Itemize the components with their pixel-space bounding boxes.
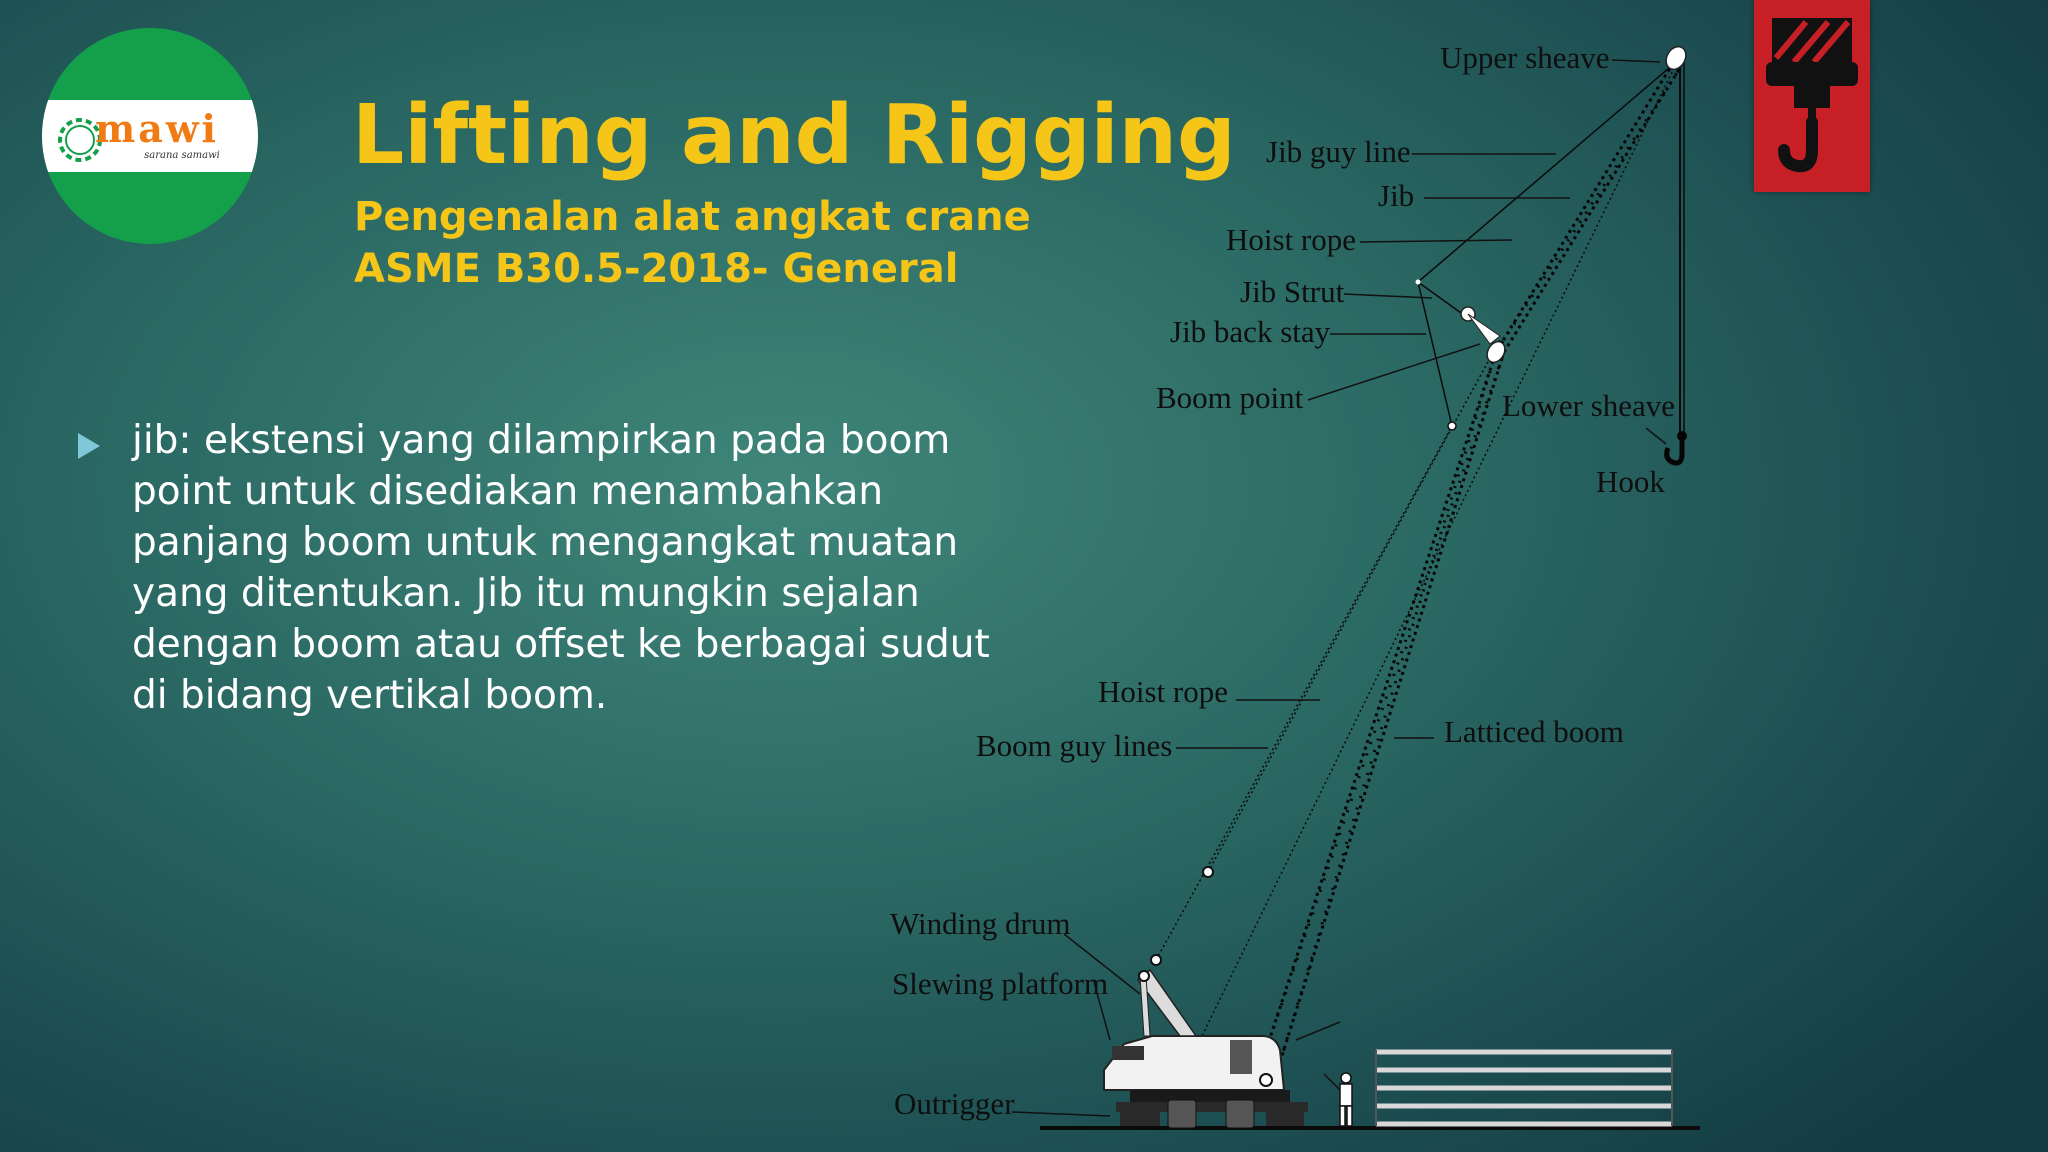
boom-foot-pin	[1259, 1073, 1273, 1087]
slewing-base	[1130, 1090, 1290, 1104]
latticed-boom	[1260, 351, 1506, 1063]
slide-subtitle-2: ASME B30.5-2018- General	[354, 246, 959, 292]
triangle-bullet-icon	[78, 433, 100, 459]
jib	[1494, 67, 1682, 353]
label-winding-drum: Winding drum	[890, 906, 1071, 941]
label-latticed-boom: Latticed boom	[1444, 714, 1624, 749]
slide-subtitle-1: Pengenalan alat angkat crane	[354, 194, 1031, 240]
label-outrigger: Outrigger	[894, 1086, 1015, 1121]
carbody	[1116, 1102, 1308, 1112]
leader-lines	[1011, 59, 1667, 1117]
label-jib-guy-line: Jib guy line	[1266, 134, 1411, 169]
engine-vent	[1112, 1046, 1144, 1060]
label-upper-sheave: Upper sheave	[1440, 40, 1610, 75]
label-jib: Jib	[1378, 178, 1415, 213]
company-logo: mawi sarana samawi	[42, 28, 258, 244]
crane-hook-icon	[1754, 0, 1870, 192]
bullet-text: jib: ekstensi yang dilampirkan pada boom…	[132, 418, 990, 718]
person-figure	[1323, 1072, 1353, 1127]
label-hoist-rope-bottom: Hoist rope	[1098, 674, 1229, 709]
pendant-sheave-upper	[1202, 866, 1214, 878]
guy-lines	[1417, 61, 1677, 427]
logo-name: mawi	[95, 106, 219, 151]
cab-window	[1230, 1040, 1252, 1074]
pipe-stack-ends	[1375, 1050, 1673, 1126]
label-hoist-rope-top: Hoist rope	[1226, 222, 1357, 257]
lower-sheave	[1677, 431, 1687, 441]
label-lower-sheave: Lower sheave	[1502, 388, 1675, 423]
label-jib-strut: Jib Strut	[1240, 274, 1345, 309]
winding-drum-sheave	[1138, 970, 1150, 982]
upper-sheave	[1665, 45, 1687, 71]
gear-icon	[58, 118, 102, 162]
label-boom-guy-lines: Boom guy lines	[976, 728, 1173, 763]
boom-point-sheave	[1486, 340, 1506, 364]
slide-title: Lifting and Rigging	[352, 88, 1236, 183]
crane-hook-glyph	[1766, 18, 1858, 173]
logo-tagline: sarana samawi	[144, 150, 220, 161]
label-slewing-platform: Slewing platform	[892, 966, 1109, 1001]
guy-pin	[1447, 421, 1457, 431]
pendant-sheave-lower	[1150, 954, 1162, 966]
hook-shape	[1664, 436, 1685, 466]
label-jib-back-stay: Jib back stay	[1170, 314, 1331, 349]
boom-guy-lines	[1155, 63, 1677, 1041]
label-boom-point: Boom point	[1156, 380, 1304, 415]
pipe-stack	[1376, 1049, 1672, 1127]
label-hook: Hook	[1596, 464, 1665, 499]
jib-strut-arm	[1467, 313, 1501, 345]
crane-body	[1103, 968, 1308, 1129]
guy-apex	[1415, 279, 1421, 285]
